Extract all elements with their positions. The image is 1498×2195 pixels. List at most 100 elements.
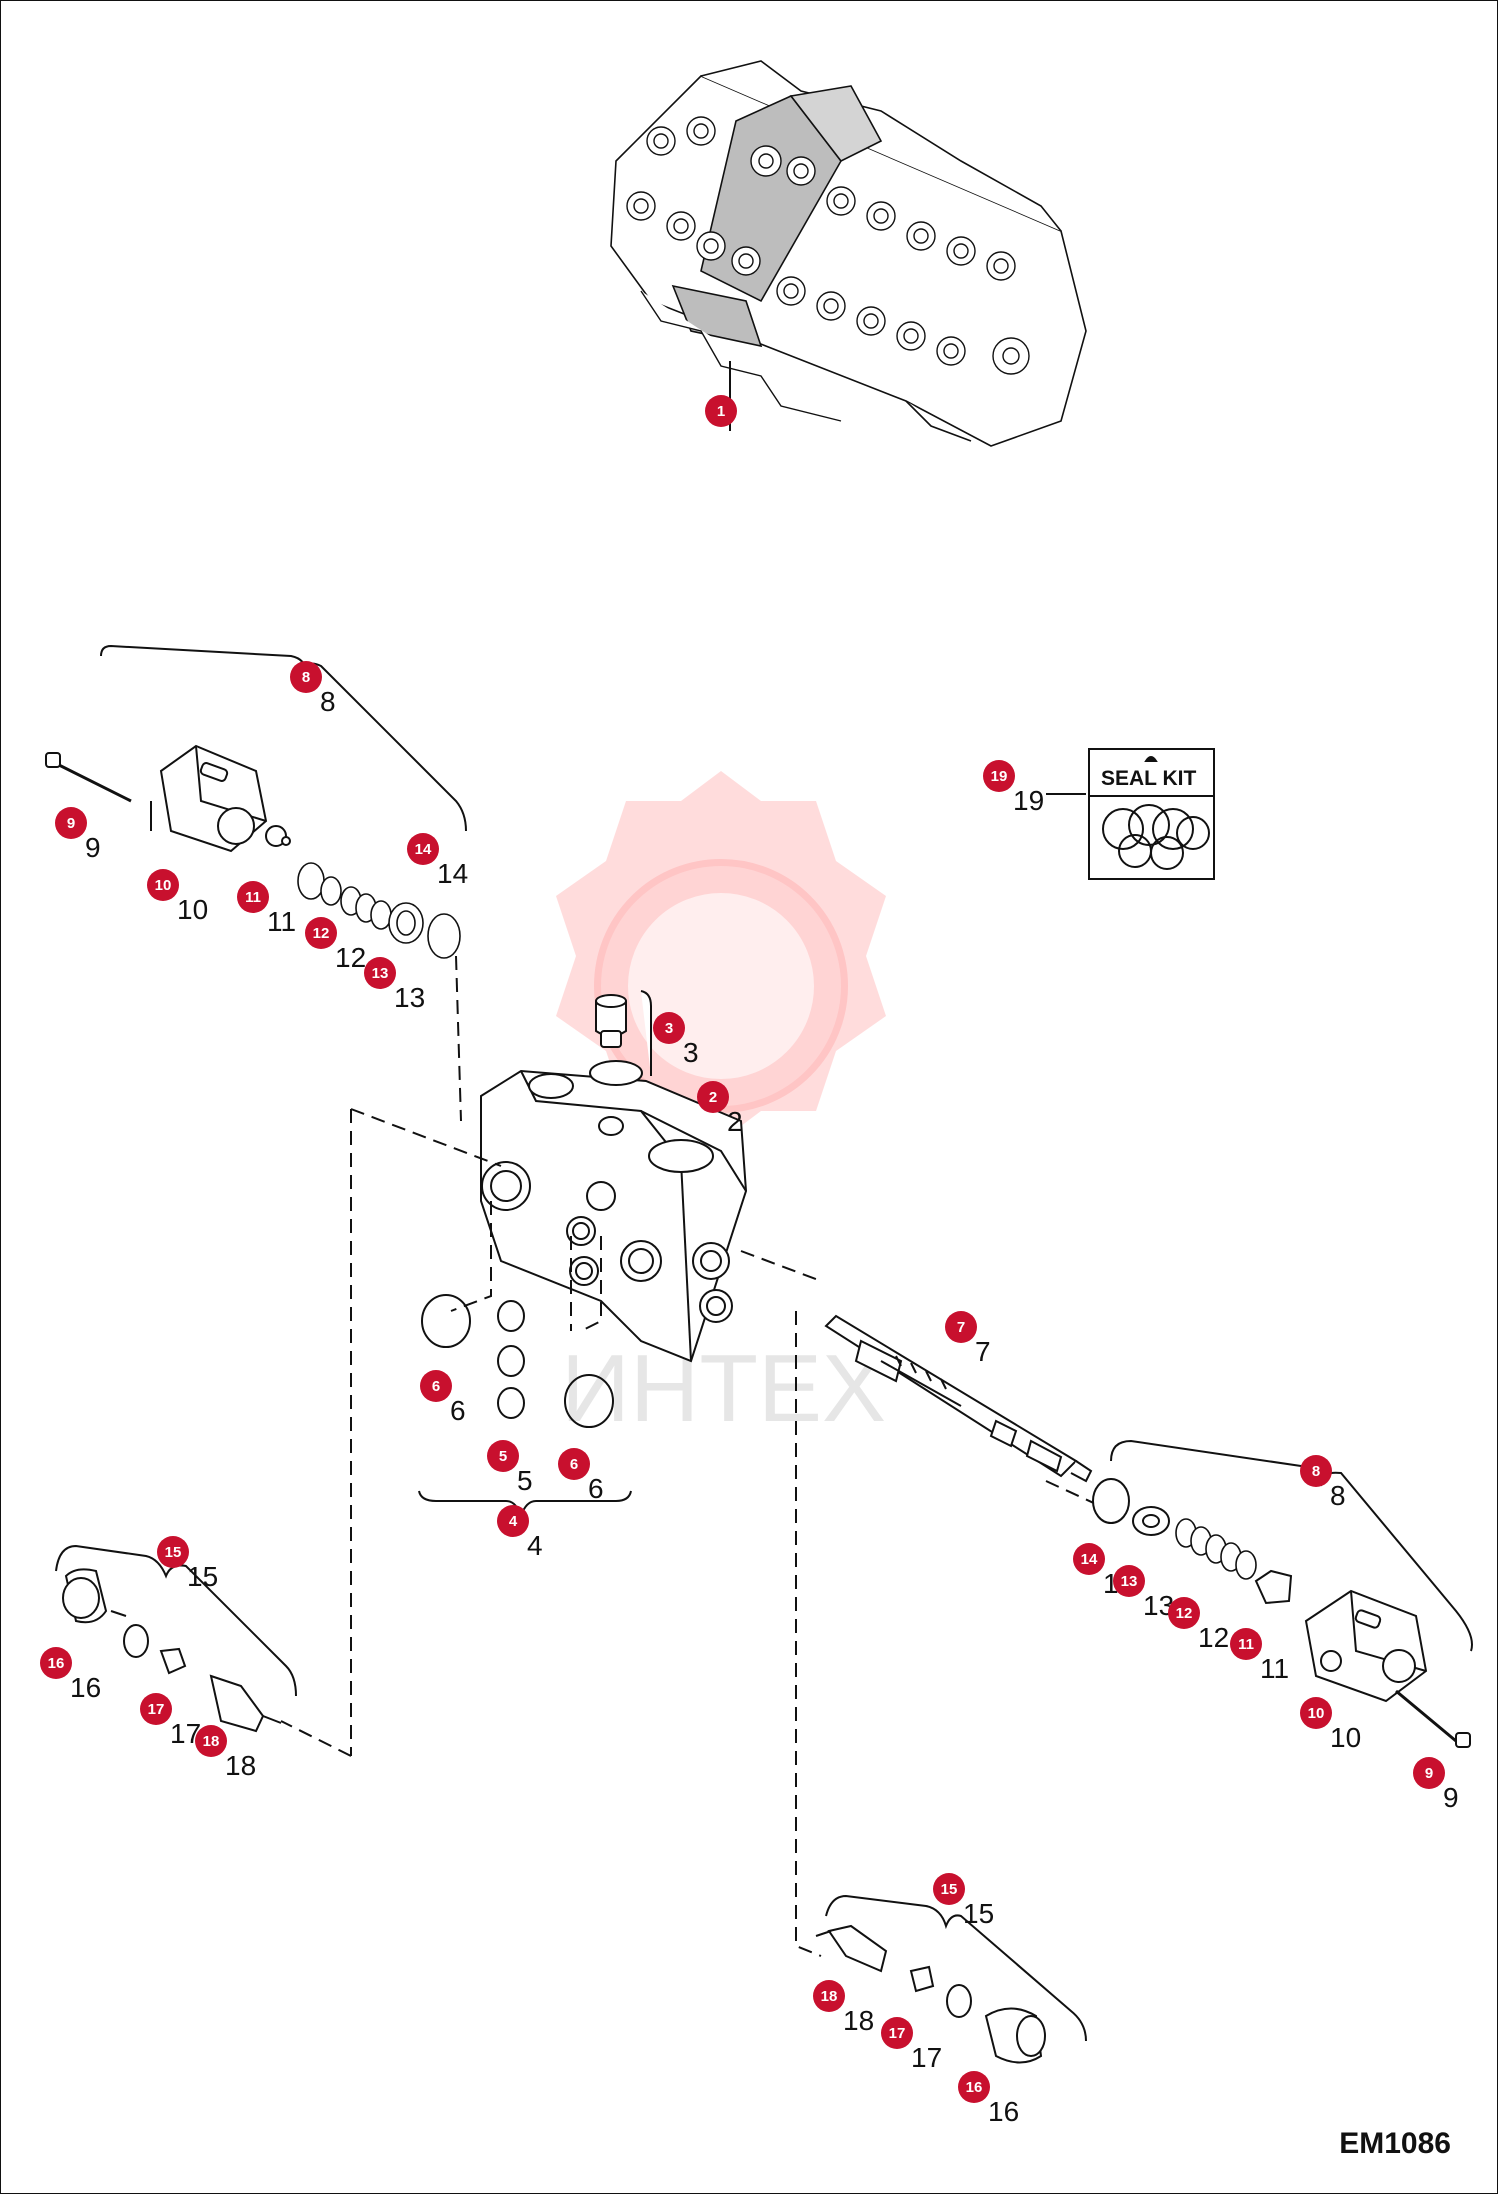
callout-ref-number: 7 bbox=[975, 1336, 991, 1367]
callout-3: 33 bbox=[653, 1012, 699, 1068]
callout-badge bbox=[407, 833, 439, 865]
brace-lower-right bbox=[825, 1894, 1087, 2042]
callout-ref-number: 5 bbox=[517, 1465, 533, 1496]
seal-kit-label: SEAL KIT bbox=[1101, 767, 1196, 790]
callout-badge bbox=[558, 1448, 590, 1480]
callout-badge bbox=[147, 869, 179, 901]
valve-section-body bbox=[480, 1069, 748, 1363]
callout-2: 22 bbox=[697, 1081, 743, 1137]
callout-badge bbox=[1113, 1565, 1145, 1597]
callout-ref-number: 17 bbox=[911, 2042, 942, 2073]
callout-badge-number: 18 bbox=[203, 1733, 220, 1750]
callout-badge-number: 1 bbox=[717, 403, 725, 420]
callout-badge-number: 15 bbox=[941, 1881, 958, 1898]
callout-badge-number: 16 bbox=[48, 1655, 65, 1672]
callout-7: 77 bbox=[945, 1311, 991, 1367]
callout-badge bbox=[290, 661, 322, 693]
callout-layer: 1889910101111121213131414332219196655664… bbox=[40, 395, 1459, 2127]
callout-5: 55 bbox=[487, 1440, 533, 1496]
callout-8: 88 bbox=[1300, 1455, 1346, 1511]
callout-badge-number: 9 bbox=[67, 815, 75, 832]
callout-badge bbox=[55, 807, 87, 839]
callout-badge bbox=[1168, 1597, 1200, 1629]
callout-badge-number: 8 bbox=[302, 669, 310, 686]
callout-badge-number: 11 bbox=[1238, 1636, 1254, 1653]
callout-badge bbox=[1300, 1455, 1332, 1487]
callout-ref-number: 16 bbox=[988, 2096, 1019, 2127]
assembled-valve-bank bbox=[610, 60, 1087, 447]
callout-badge-number: 7 bbox=[957, 1319, 965, 1336]
callout-ref-number: 11 bbox=[1260, 1653, 1289, 1684]
callout-badge-number: 6 bbox=[432, 1378, 440, 1395]
o-rings-center bbox=[421, 1294, 614, 1428]
callout-badge bbox=[958, 2071, 990, 2103]
callout-badge-number: 18 bbox=[821, 1988, 838, 2005]
callout-ref-number: 13 bbox=[394, 982, 425, 1013]
callout-badge bbox=[697, 1081, 729, 1113]
callout-badge bbox=[157, 1536, 189, 1568]
callout-ref-number: 4 bbox=[527, 1530, 543, 1561]
callout-badge bbox=[813, 1980, 845, 2012]
callout-badge-number: 4 bbox=[509, 1513, 518, 1530]
callout-badge bbox=[364, 957, 396, 989]
brace-lower-left bbox=[55, 1544, 297, 1697]
callout-badge-number: 3 bbox=[665, 1020, 673, 1037]
callout-ref-number: 14 bbox=[437, 858, 468, 889]
callout-ref-number: 15 bbox=[963, 1898, 994, 1929]
callout-badge-number: 16 bbox=[966, 2079, 983, 2096]
callout-ref-number: 11 bbox=[267, 906, 296, 937]
relief-assembly-lower-left bbox=[62, 1568, 282, 1733]
callout-ref-number: 10 bbox=[177, 894, 208, 925]
callout-14: 14 14 bbox=[407, 833, 468, 889]
callout-4: 44 bbox=[497, 1505, 543, 1561]
callout-badge-number: 14 bbox=[415, 841, 432, 858]
callout-6: 66 bbox=[420, 1370, 466, 1426]
callout-ref-number: 12 bbox=[1198, 1622, 1229, 1653]
callout-badge bbox=[653, 1012, 685, 1044]
callout-ref-number: 2 bbox=[727, 1106, 743, 1137]
callout-badge bbox=[1230, 1628, 1262, 1660]
callout-ref-number: 15 bbox=[187, 1561, 218, 1592]
callout-badge-number: 17 bbox=[148, 1701, 165, 1718]
callout-badge bbox=[1300, 1697, 1332, 1729]
brace-upper-left bbox=[100, 644, 467, 832]
callout-ref-number: 6 bbox=[450, 1395, 466, 1426]
callout-10: 10 10 bbox=[147, 869, 208, 925]
callout-badge-number: 10 bbox=[155, 877, 172, 894]
callout-1: 1 bbox=[705, 395, 737, 427]
callout-6: 66 bbox=[558, 1448, 604, 1504]
callout-badge-number: 19 bbox=[991, 768, 1008, 785]
callout-ref-number: 6 bbox=[588, 1473, 604, 1504]
callout-ref-number: 19 bbox=[1013, 785, 1044, 816]
document-code: EM1086 bbox=[1339, 2127, 1451, 2160]
callout-badge bbox=[1073, 1543, 1105, 1575]
dashed-path bbox=[455, 955, 462, 1122]
callout-ref-number: 9 bbox=[85, 832, 101, 863]
callout-badge-number: 13 bbox=[372, 965, 389, 982]
relief-assembly-lower-right bbox=[815, 1924, 1046, 2064]
callout-badge-number: 15 bbox=[165, 1544, 182, 1561]
callout-badge bbox=[195, 1725, 227, 1757]
callout-badge bbox=[1413, 1757, 1445, 1789]
dashed-guides bbox=[280, 1108, 1112, 1957]
callout-badge bbox=[40, 1647, 72, 1679]
cap-assembly-right bbox=[1092, 1478, 1471, 1748]
callout-badge bbox=[983, 760, 1015, 792]
callout-ref-number: 8 bbox=[320, 686, 336, 717]
callout-ref-number: 8 bbox=[1330, 1480, 1346, 1511]
callout-9: 99 bbox=[55, 807, 101, 863]
callout-badge-number: 14 bbox=[1081, 1551, 1098, 1568]
callout-badge-number: 6 bbox=[570, 1456, 578, 1473]
callout-badge-number: 17 bbox=[889, 2025, 906, 2042]
